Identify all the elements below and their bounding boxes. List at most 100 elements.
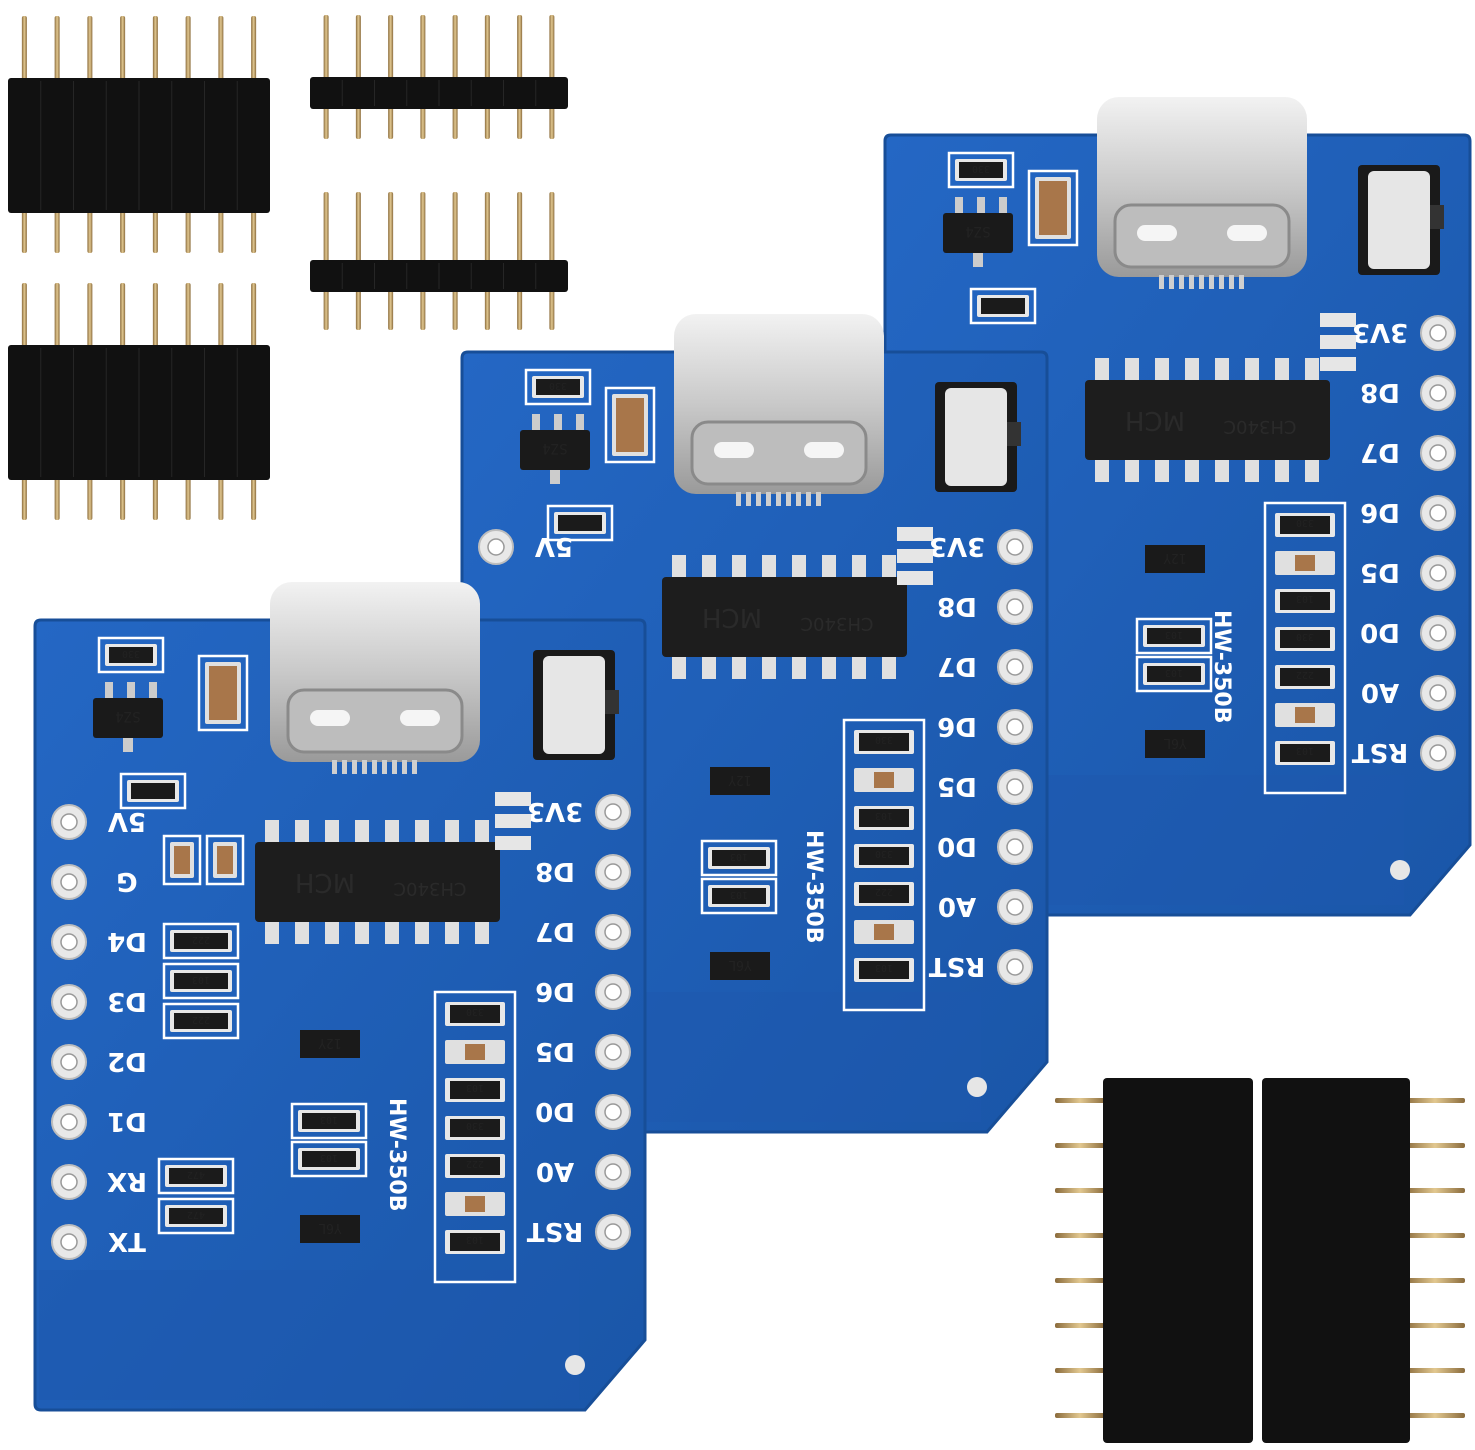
reset-button-nub (1430, 205, 1444, 229)
pin-label-d5: D5 (937, 771, 977, 801)
transistor (710, 952, 770, 980)
smd-pad (897, 571, 933, 585)
chip-pin (295, 918, 309, 944)
chip-pin (445, 918, 459, 944)
chip-pin (355, 918, 369, 944)
header-pin (1405, 1098, 1465, 1103)
smd-marking: 330 (122, 648, 140, 659)
chip-pin (882, 555, 896, 579)
header-pin (1405, 1368, 1465, 1373)
smd-marking: 330 (875, 848, 893, 859)
chip-pin (672, 653, 686, 679)
chip-pin (702, 555, 716, 579)
header-pin (1055, 1188, 1105, 1193)
board-model-label: HW-350B (1209, 610, 1234, 724)
pin-label-d8: D8 (535, 856, 575, 886)
header-pin (1405, 1413, 1465, 1418)
pin-hole (1429, 384, 1447, 402)
smd-marking: 330 (1296, 517, 1314, 528)
female-pin-headers (1055, 1078, 1465, 1443)
smd-marking: 103 (320, 1152, 338, 1163)
regulator-marking: SZ4 (542, 440, 567, 456)
chip-pin (1095, 358, 1109, 382)
chip-pin (415, 820, 429, 844)
pin-hole (60, 993, 78, 1011)
chip-brand: MCH (702, 602, 762, 632)
pin-label-d6: D6 (937, 711, 977, 741)
smd-marking: 103 (875, 962, 893, 973)
mounting-dot (1390, 860, 1410, 880)
pin-hole (1006, 718, 1024, 736)
pin-label-d2: D2 (107, 1046, 147, 1076)
pin-label-d1: D1 (107, 1106, 147, 1136)
chip-pin (702, 653, 716, 679)
male-pin-header-short (310, 15, 568, 139)
chip-pin (1275, 358, 1289, 382)
smd-pad (495, 814, 531, 828)
pin-label-5v: 5V (108, 806, 146, 836)
pin-label-d7: D7 (535, 916, 575, 946)
pin-hole (60, 873, 78, 891)
chip-pin (1305, 456, 1319, 482)
pin-label-a0: A0 (938, 891, 976, 921)
header-pin (1055, 1143, 1105, 1148)
pin-label-rst: RST (1351, 737, 1408, 767)
pin-label-d7: D7 (1360, 437, 1400, 467)
chip-pin (415, 918, 429, 944)
diode-marking: 12Y (728, 772, 752, 787)
pin-label-d8: D8 (1360, 377, 1400, 407)
pin-label-a0: A0 (1361, 677, 1399, 707)
pin-hole (604, 923, 622, 941)
pin-hole (604, 803, 622, 821)
smd-marking: 103 (875, 810, 893, 821)
chip-brand: MCH (295, 867, 355, 897)
pin-label-d3: D3 (107, 986, 147, 1016)
reset-button-nub (1007, 422, 1021, 446)
smd-marking: 330 (549, 380, 567, 391)
smd-marking: 103 (466, 1082, 484, 1093)
pin-label-3v3: 3V3 (527, 796, 583, 826)
diode-marking: 12Y (318, 1035, 342, 1050)
smd-marking: 330 (875, 734, 893, 745)
chip-pin (325, 820, 339, 844)
pin-hole (1006, 898, 1024, 916)
pin-hole (1006, 658, 1024, 676)
transistor-marking: Y6L (1163, 735, 1187, 750)
smd-marking: 330 (466, 1006, 484, 1017)
male-pin-header-long (8, 16, 270, 253)
chip-pin (1185, 456, 1199, 482)
reset-switch (1368, 171, 1430, 269)
pin-label-d6: D6 (1360, 497, 1400, 527)
chip-pin (792, 653, 806, 679)
smd-marking: 222 (192, 934, 210, 945)
usb-c-port (286, 688, 464, 754)
pin-label-5v: 5V (535, 531, 573, 561)
pin-label-rst: RST (928, 951, 985, 981)
pin-hole (60, 813, 78, 831)
pin-hole (1429, 624, 1447, 642)
diode-marking: 12Y (1163, 550, 1187, 565)
header-pin (1055, 1098, 1105, 1103)
smd-pad (495, 792, 531, 806)
chip-pin (385, 820, 399, 844)
header-pin (1055, 1323, 1105, 1328)
header-pin (1055, 1233, 1105, 1238)
pin-hole (60, 933, 78, 951)
pin-hole (1429, 684, 1447, 702)
pin-label-g: G (116, 866, 137, 896)
pin-hole (1429, 444, 1447, 462)
chip-model: CH340C (1223, 416, 1296, 437)
male-pin-header-short (310, 192, 568, 330)
pin-label-d6: D6 (535, 976, 575, 1006)
chip-pin (792, 555, 806, 579)
ch340c-chip (1085, 380, 1330, 460)
pcb-antenna-area (39, 1270, 579, 1400)
smd-marking: 103 (1296, 593, 1314, 604)
header-pin (1055, 1368, 1105, 1373)
chip-model: CH340C (393, 878, 466, 899)
chip-pin (732, 555, 746, 579)
reset-switch (543, 656, 605, 754)
pin-hole (1006, 538, 1024, 556)
chip-pin (1185, 358, 1199, 382)
